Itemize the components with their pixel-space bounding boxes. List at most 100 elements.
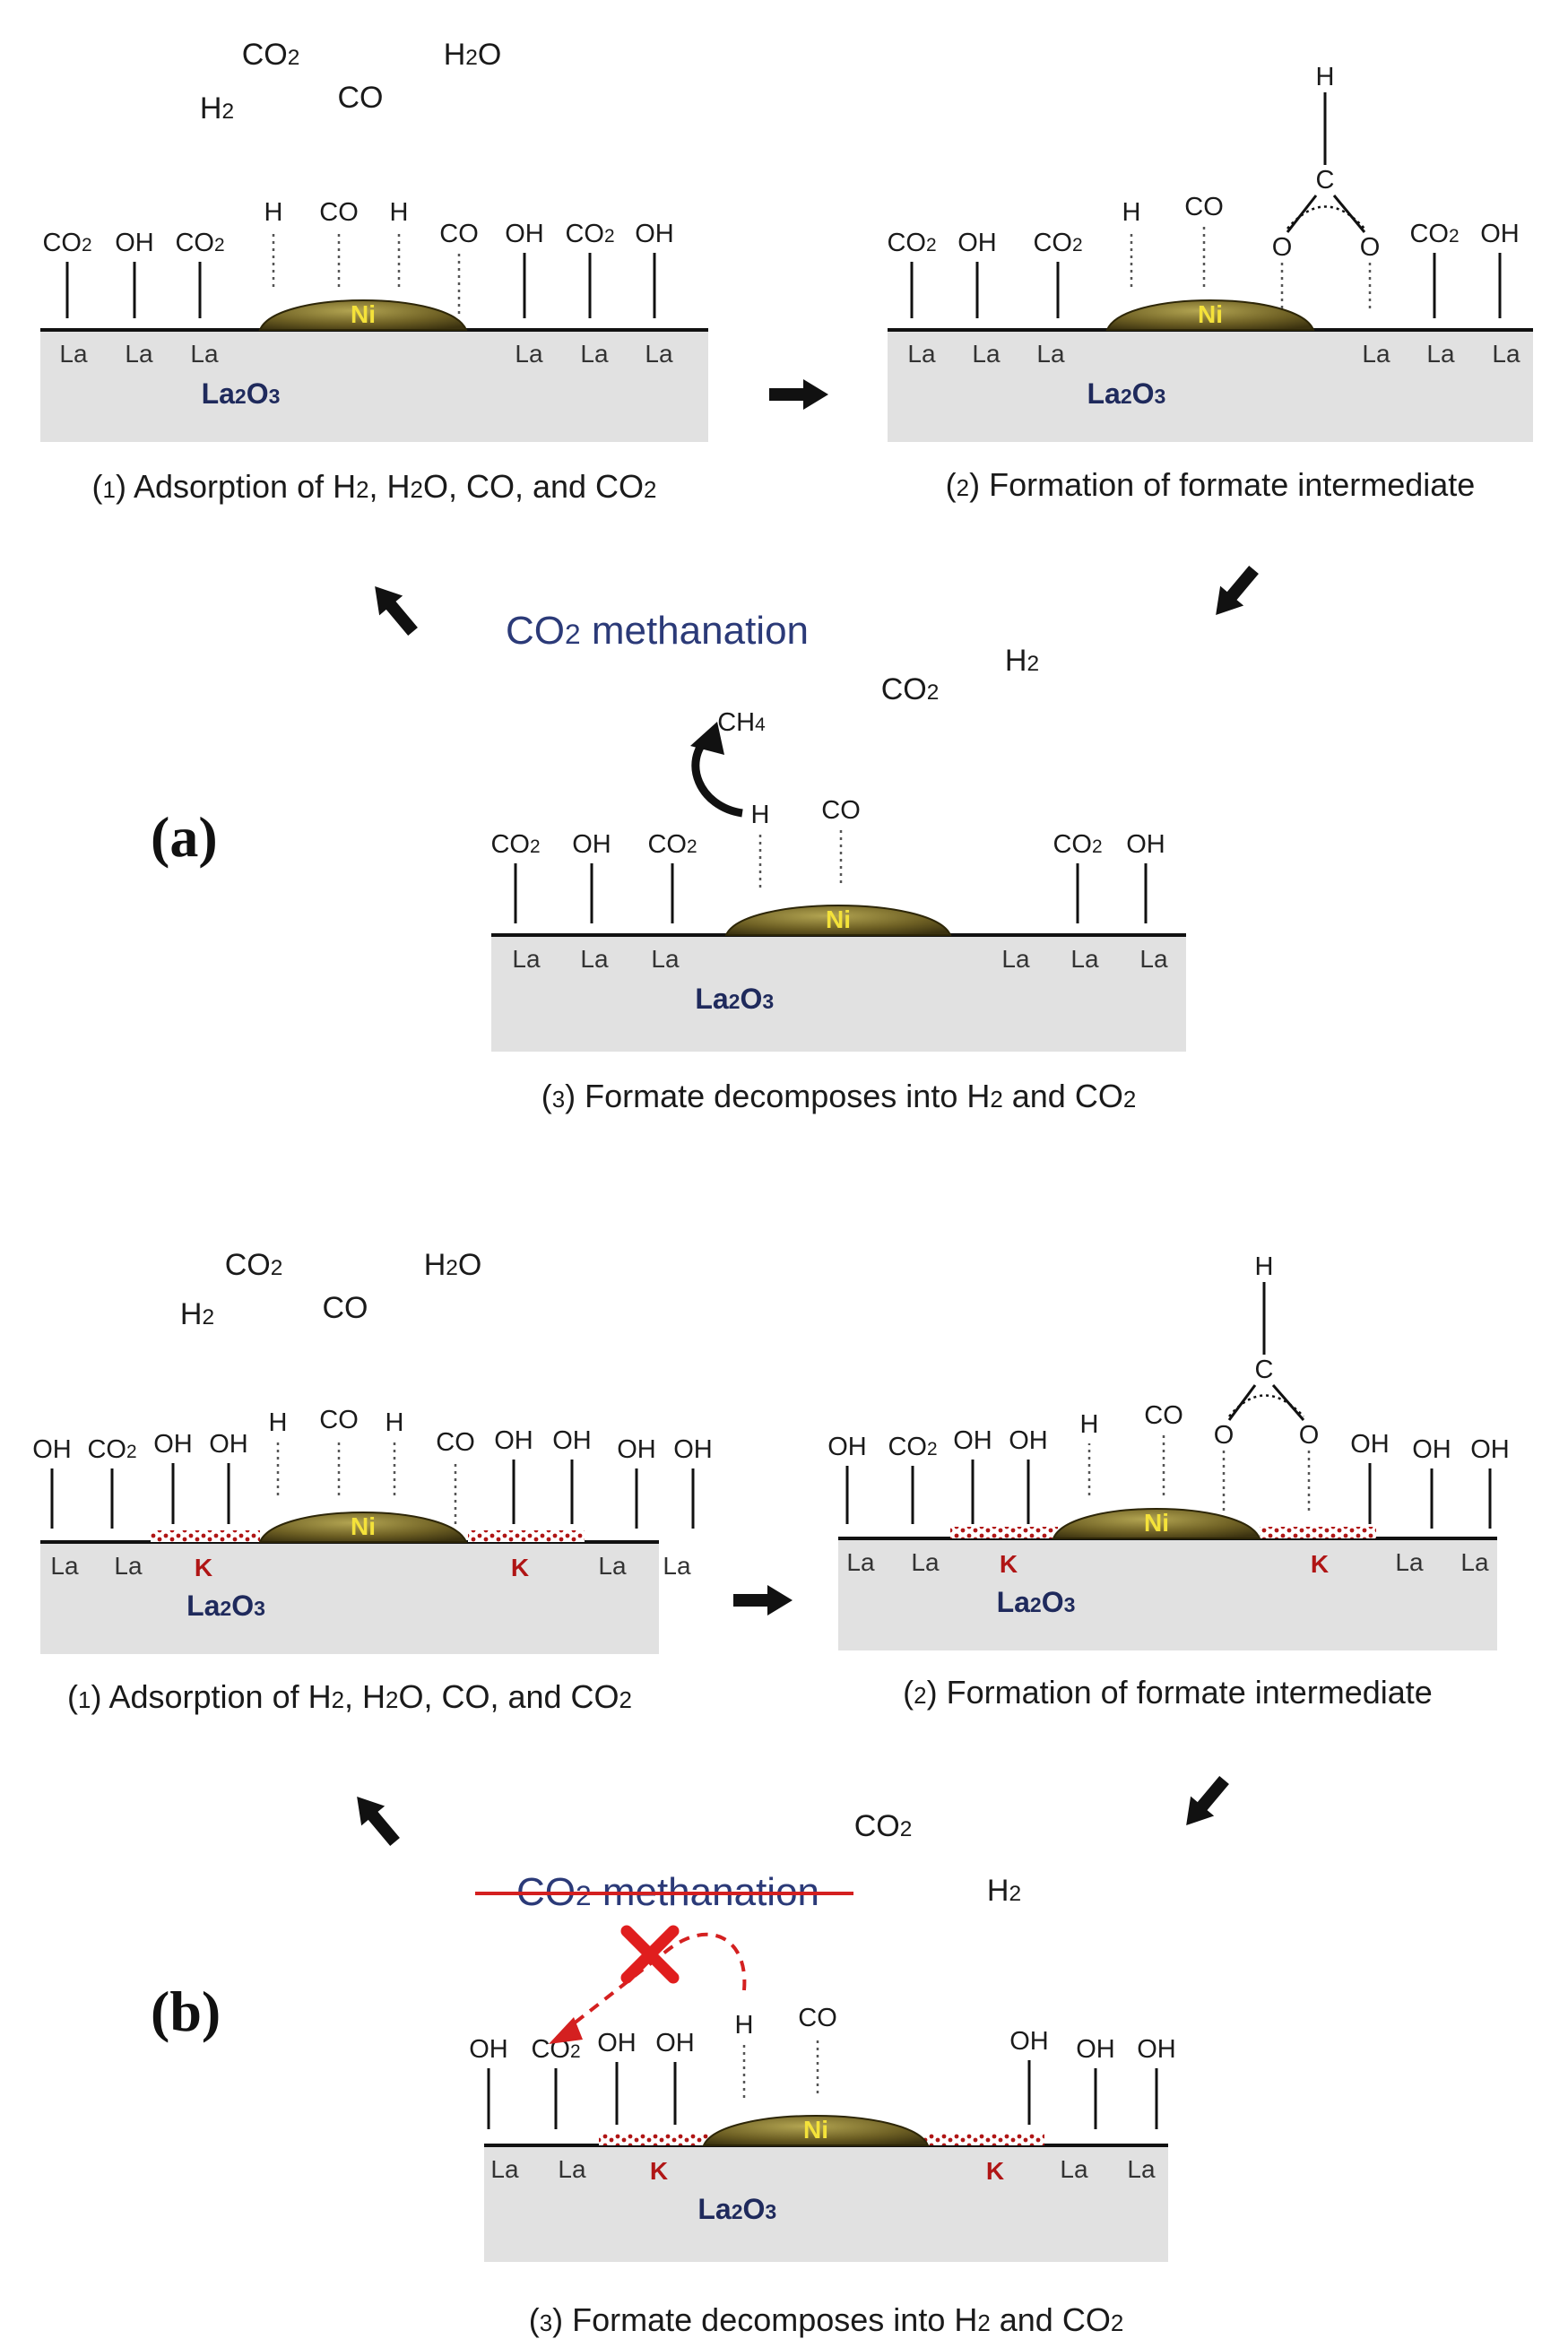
b-step2-k-label-right: K [1311, 1550, 1329, 1578]
b-step1-k-label-right: K [511, 1554, 529, 1581]
b-step2-adsorbate: OH [1350, 1430, 1390, 1459]
a-step1-gas: H2 [200, 91, 234, 126]
a-methanation-label: CO2 methanation [506, 609, 809, 653]
a-arrow-step3-to-step1 [375, 585, 418, 637]
b-step2-support-label: La2O3 [997, 1586, 1076, 1618]
b-step1-la-label: La [50, 1552, 79, 1580]
b-step2-k-layer-right [1260, 1527, 1376, 1538]
a-step3-gas: CO2 [881, 672, 940, 706]
b-step1-adsorbate: CO [319, 1406, 359, 1434]
b-step3-ni-particle [702, 2115, 930, 2146]
a-step2-la-label: La [972, 340, 1001, 368]
b-step1-adsorbate: OH [617, 1435, 656, 1464]
a-step1-ni-particle [258, 299, 468, 331]
b-step2-adsorbate: OH [827, 1433, 867, 1461]
a-arrow-step1-to-step2 [769, 379, 828, 410]
b-step2-adsorbate: OH [953, 1426, 992, 1455]
a-step3-ni-particle [724, 905, 952, 936]
b-step1-support-label: La2O3 [186, 1590, 265, 1622]
a-step2-formate-resonance [1286, 205, 1365, 230]
b-step2-adsorbate: OH [1009, 1426, 1048, 1455]
b-step2-la-label: La [846, 1548, 875, 1576]
a-step2-adsorbate: CO2 [1033, 229, 1082, 257]
a-step1-la-label: La [190, 340, 219, 368]
b-step1-gas: H2 [180, 1297, 214, 1331]
b-step1-gas: CO2 [225, 1248, 283, 1282]
b-arrow-step1-to-step2 [733, 1585, 793, 1616]
a-step1-adsorbate: CO [319, 198, 359, 227]
b-blocked-pathway-arrow [563, 1932, 747, 2032]
a-step2-la-label: La [1362, 340, 1390, 368]
b-arrow-step3-to-step1 [357, 1796, 400, 1847]
a-step1-gas: H2O [444, 38, 502, 72]
b-step1-k-layer-right [468, 1530, 585, 1542]
a-step1-adsorbate: H [390, 198, 409, 227]
a-step3-ni-label: Ni [826, 905, 851, 933]
a-step3-la-label: La [1001, 945, 1030, 973]
b-step3-la-label: La [1060, 2155, 1088, 2183]
a-step3-adsorbate: CO2 [647, 830, 697, 859]
a-arrow-step2-to-step3 [1216, 565, 1259, 616]
a-step3-adsorbate: CO [821, 796, 861, 825]
a-step3-la-label: La [1070, 945, 1099, 973]
b-step2-adsorbate: CO [1144, 1401, 1183, 1430]
a-step3-adsorbate: OH [1126, 830, 1165, 859]
a-step3-ch4-product: CH4 [717, 708, 766, 737]
a-step1-adsorbate: CO2 [175, 229, 224, 257]
b-step3-gas: H2 [987, 1874, 1021, 1908]
b-step2-adsorbate: OH [1470, 1435, 1510, 1464]
b-step1-adsorbate: CO [436, 1428, 475, 1457]
a-step3-caption: (3) Formate decomposes into H2 and CO2 [541, 1078, 1137, 1114]
b-step2-la-label: La [911, 1548, 940, 1576]
b-step1-adsorbate: OH [209, 1430, 248, 1459]
b-step2-caption: (2) Formation of formate intermediate [903, 1674, 1433, 1711]
a-step1-adsorbate: OH [115, 229, 154, 257]
b-step3-caption: (3) Formate decomposes into H2 and CO2 [529, 2301, 1124, 2338]
a-step2-caption: (2) Formation of formate intermediate [946, 466, 1476, 503]
a-step2-la-label: La [907, 340, 936, 368]
b-step3-adsorbate: H [735, 2011, 754, 2040]
b-step1-adsorbate: H [386, 1408, 404, 1437]
b-step2-formate-o: O [1299, 1421, 1320, 1450]
a-step1-adsorbate: OH [635, 220, 674, 248]
b-step1-k-label-left: K [195, 1554, 212, 1581]
b-step2-la-label: La [1460, 1548, 1489, 1576]
a-step1-la-label: La [645, 340, 673, 368]
panel-a-label: (a) [151, 805, 218, 869]
a-step1-la-label: La [515, 340, 543, 368]
b-step3-adsorbate: OH [469, 2035, 508, 2064]
a-step2-formate-c: C [1316, 166, 1335, 195]
b-step2-ni-particle [1052, 1508, 1261, 1539]
a-step3-la-label: La [580, 945, 609, 973]
b-step3-k-layer-right [922, 2134, 1044, 2145]
b-step1-adsorbate: OH [552, 1426, 592, 1455]
b-step3-k-label-right: K [986, 2157, 1004, 2185]
a-step2-support-block [888, 330, 1533, 442]
b-blocked-pathway-arrowhead [549, 2017, 583, 2044]
a-step1-adsorbate: OH [505, 220, 544, 248]
b-step2-adsorbate: CO2 [888, 1433, 937, 1461]
b-step1-support-block [40, 1542, 659, 1654]
b-step3-k-label-left: K [650, 2157, 668, 2185]
b-step1-la-label: La [598, 1552, 627, 1580]
a-step2-adsorbate: OH [957, 229, 997, 257]
b-step3-support-block [484, 2145, 1168, 2262]
a-step3-ch4-arrowhead [690, 722, 724, 755]
b-step3-adsorbate: OH [655, 2029, 695, 2057]
b-step1-gas: CO [323, 1291, 368, 1325]
b-step1-adsorbate: OH [494, 1426, 533, 1455]
b-step1-caption: (1) Adsorption of H2, H2O, CO, and CO2 [67, 1678, 632, 1715]
a-step3-la-label: La [1139, 945, 1168, 973]
a-step2-la-label: La [1492, 340, 1520, 368]
b-step2-formate-resonance [1228, 1394, 1304, 1417]
a-step1-ni-label: Ni [351, 300, 376, 328]
b-step1-la-label: La [114, 1552, 143, 1580]
a-step1-caption: (1) Adsorption of H2, H2O, CO, and CO2 [92, 468, 657, 505]
a-step2-adsorbate: CO2 [1409, 220, 1459, 248]
a-step1-la-label: La [59, 340, 88, 368]
b-step3-la-label: La [558, 2155, 586, 2183]
b-step1-adsorbate: CO2 [87, 1435, 136, 1464]
b-step3-la-label: La [1127, 2155, 1156, 2183]
a-step1-adsorbate: CO2 [565, 220, 614, 248]
